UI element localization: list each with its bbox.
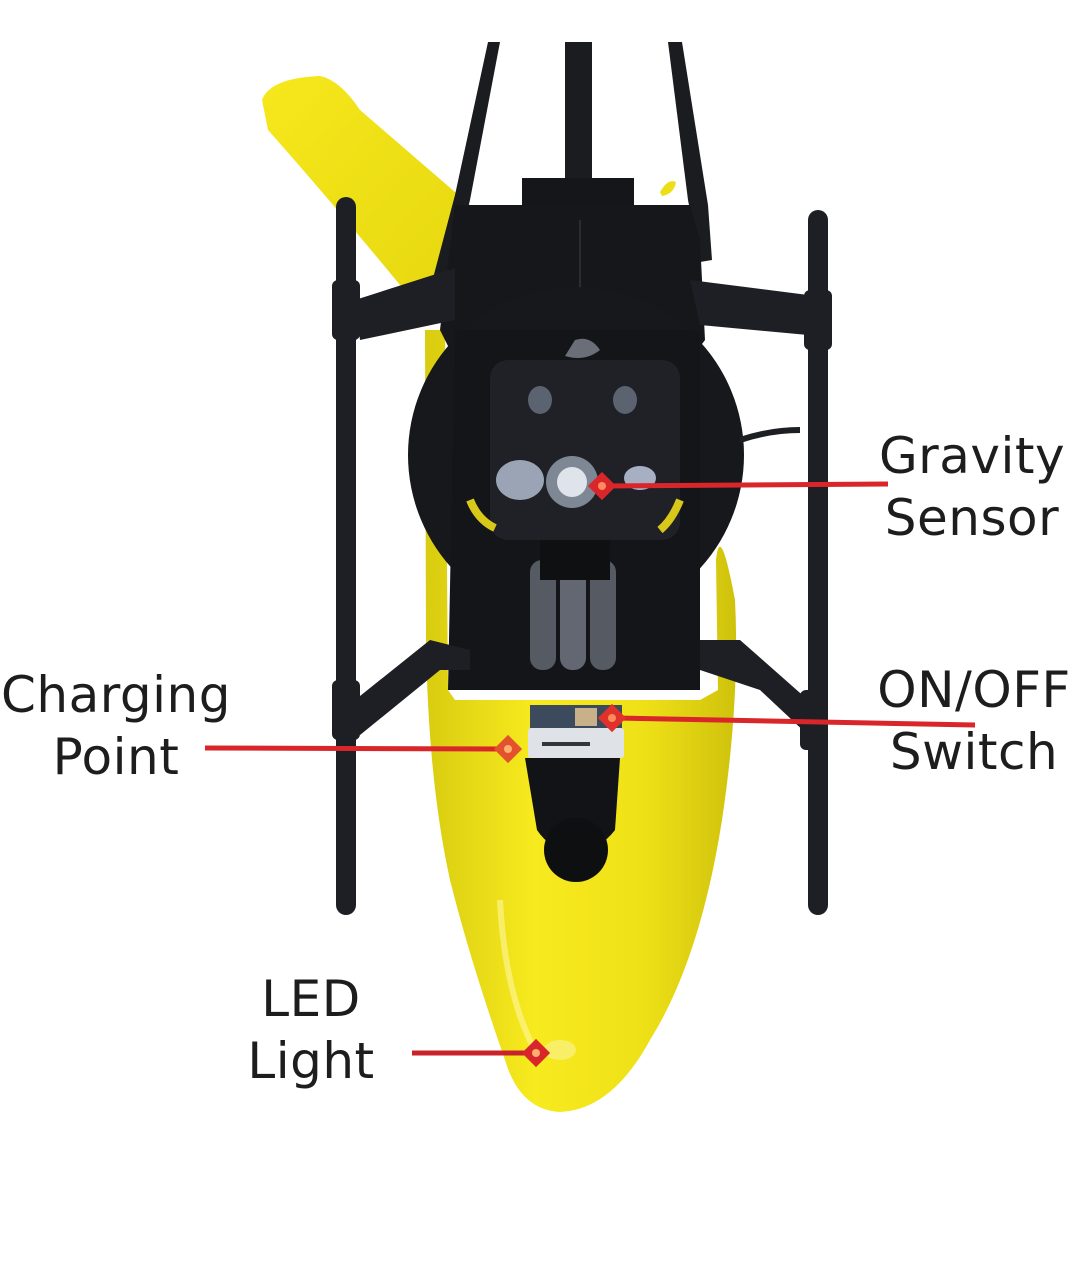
landing-gear bbox=[332, 197, 832, 915]
callout-led-light bbox=[412, 1038, 551, 1068]
callouts bbox=[204, 471, 976, 1068]
label-charging-point-line1: Charging bbox=[1, 666, 231, 724]
label-gravity-sensor: Gravity Sensor bbox=[872, 425, 1072, 549]
rotor-shafts bbox=[432, 42, 712, 282]
callout-on-off-switch bbox=[597, 703, 976, 733]
label-led-light: LED Light bbox=[226, 968, 396, 1092]
label-charging-point: Charging Point bbox=[0, 664, 232, 788]
label-gravity-sensor-line1: Gravity bbox=[878, 427, 1066, 485]
label-charging-point-line2: Point bbox=[52, 728, 180, 786]
label-gravity-sensor-line2: Sensor bbox=[884, 489, 1060, 547]
callout-charging-point bbox=[204, 734, 523, 764]
tail-blade bbox=[262, 76, 470, 300]
label-led-light-line2: Light bbox=[247, 1032, 375, 1090]
label-on-off-switch-line2: Switch bbox=[889, 723, 1059, 781]
label-on-off-switch: ON/OFF Switch bbox=[868, 659, 1080, 783]
callout-gravity-sensor bbox=[587, 471, 889, 501]
main-body bbox=[408, 178, 744, 882]
label-on-off-switch-line1: ON/OFF bbox=[877, 661, 1071, 719]
yellow-chip bbox=[660, 181, 676, 196]
label-led-light-line1: LED bbox=[261, 970, 361, 1028]
